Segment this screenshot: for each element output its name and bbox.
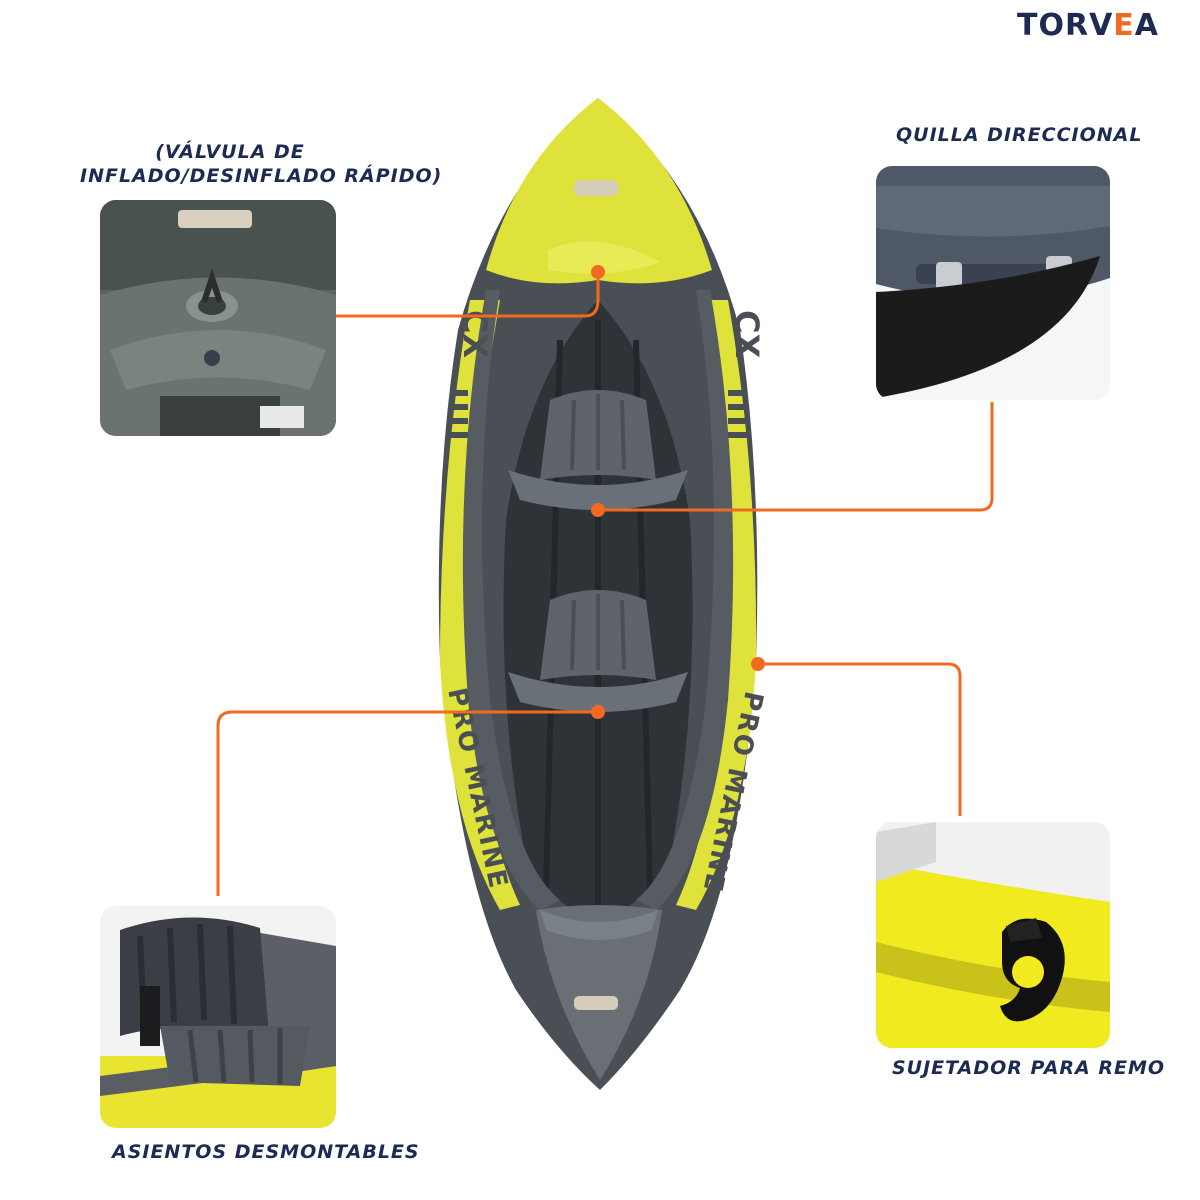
kayak-model-mark-left: CX	[456, 310, 494, 358]
kayak-model-mark-right: CX	[728, 310, 766, 358]
seats-connector-line	[216, 710, 598, 896]
keel-label: Quilla direccional	[896, 124, 1143, 146]
front-seat	[508, 390, 688, 510]
brand-logo: TORVEA	[1017, 8, 1160, 43]
keel-fin-photo	[876, 166, 1110, 400]
valve-connector-dot	[591, 265, 605, 279]
kayak-right-tube	[676, 300, 757, 910]
valve-connector-line	[336, 272, 600, 318]
keel-connector-dot	[591, 503, 605, 517]
paddle-clip-photo	[876, 822, 1110, 1048]
valve-detail-photo	[100, 200, 336, 436]
keel-connector-line	[598, 402, 994, 512]
kayak-left-tube	[440, 300, 520, 910]
paddle-holder-connector-dot	[751, 657, 765, 671]
seat-detail-photo	[100, 906, 336, 1128]
seats-label: Asientos desmontables	[112, 1141, 420, 1163]
rear-seat	[508, 590, 688, 712]
paddle-holder-connector-line	[758, 662, 962, 816]
valve-label: (Válvula de inflado/desinflado rápido)	[80, 141, 443, 187]
seats-connector-dot	[591, 705, 605, 719]
paddle-holder-label: Sujetador para remo	[892, 1057, 1166, 1079]
